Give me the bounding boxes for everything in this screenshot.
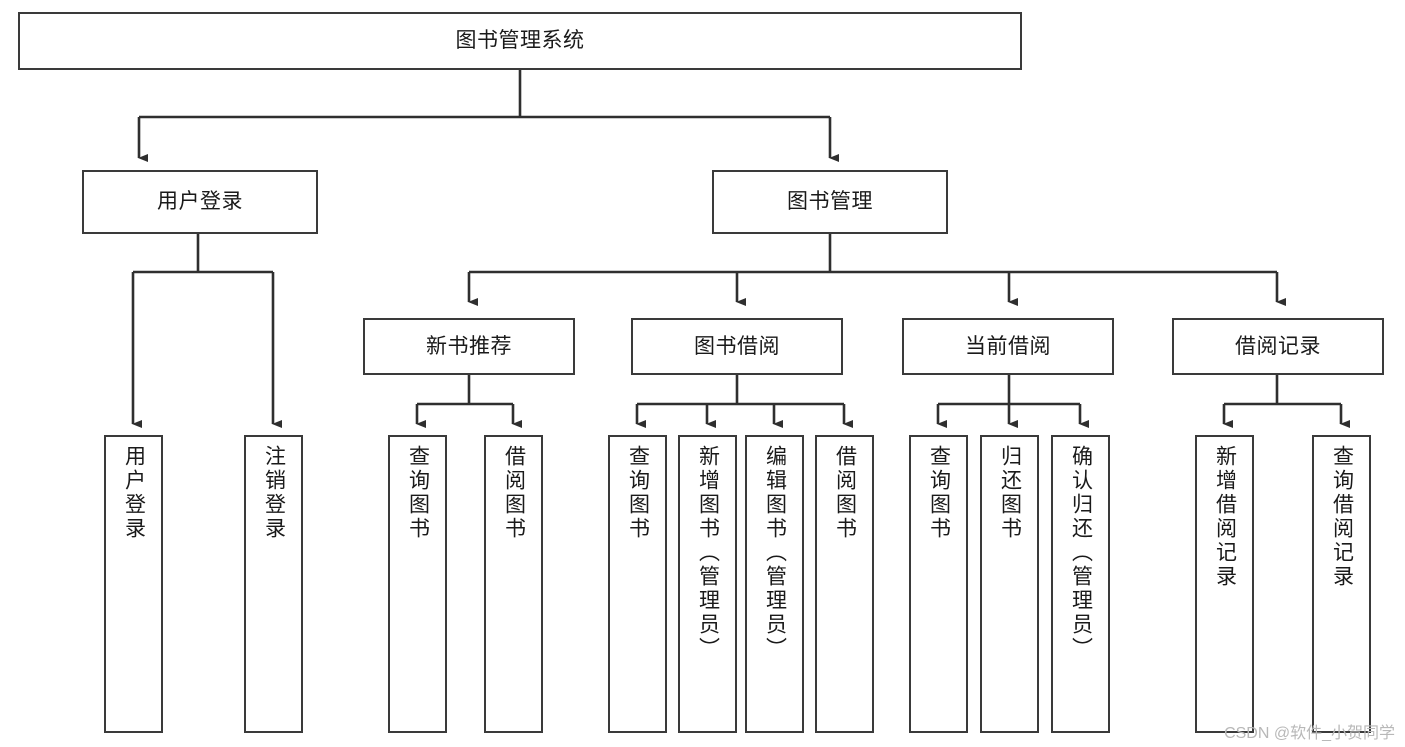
node-leaf-query-record-label: 查询借阅记录 (1330, 445, 1354, 589)
node-leaf-return-book[interactable]: 归还图书 (980, 435, 1039, 733)
node-leaf-return-book-label: 归还图书 (998, 445, 1022, 541)
node-leaf-edit-book-label: 编辑图书（管理员） (763, 445, 787, 661)
node-leaf-confirm-return-label: 确认归还（管理员） (1069, 445, 1093, 661)
node-leaf-query-book-2[interactable]: 查询图书 (608, 435, 667, 733)
node-leaf-query-record[interactable]: 查询借阅记录 (1312, 435, 1371, 733)
node-new-book-recommend[interactable]: 新书推荐 (363, 318, 575, 375)
node-leaf-add-book[interactable]: 新增图书（管理员） (678, 435, 737, 733)
node-book-borrow-label: 图书借阅 (694, 334, 780, 358)
node-leaf-query-book-3-label: 查询图书 (927, 445, 951, 541)
node-user-login[interactable]: 用户登录 (82, 170, 318, 234)
node-leaf-user-login-label: 用户登录 (122, 445, 146, 541)
node-leaf-query-book-1-label: 查询图书 (406, 445, 430, 541)
node-leaf-add-book-label: 新增图书（管理员） (696, 445, 720, 661)
node-leaf-borrow-book-1-label: 借阅图书 (502, 445, 526, 541)
node-leaf-query-book-3[interactable]: 查询图书 (909, 435, 968, 733)
node-leaf-borrow-book-1[interactable]: 借阅图书 (484, 435, 543, 733)
node-book-manage-label: 图书管理 (787, 190, 873, 214)
node-leaf-add-record[interactable]: 新增借阅记录 (1195, 435, 1254, 733)
node-current-borrow[interactable]: 当前借阅 (902, 318, 1114, 375)
node-borrow-record-label: 借阅记录 (1235, 334, 1321, 358)
node-borrow-record[interactable]: 借阅记录 (1172, 318, 1384, 375)
node-leaf-confirm-return[interactable]: 确认归还（管理员） (1051, 435, 1110, 733)
node-leaf-borrow-book-2-label: 借阅图书 (833, 445, 857, 541)
node-leaf-borrow-book-2[interactable]: 借阅图书 (815, 435, 874, 733)
node-leaf-user-login[interactable]: 用户登录 (104, 435, 163, 733)
node-leaf-query-book-2-label: 查询图书 (626, 445, 650, 541)
node-book-borrow[interactable]: 图书借阅 (631, 318, 843, 375)
node-new-book-recommend-label: 新书推荐 (426, 334, 512, 358)
node-leaf-edit-book[interactable]: 编辑图书（管理员） (745, 435, 804, 733)
node-root[interactable]: 图书管理系统 (18, 12, 1022, 70)
node-leaf-user-logout-label: 注销登录 (262, 445, 286, 541)
node-user-login-label: 用户登录 (157, 190, 243, 214)
node-leaf-query-book-1[interactable]: 查询图书 (388, 435, 447, 733)
node-book-manage[interactable]: 图书管理 (712, 170, 948, 234)
node-current-borrow-label: 当前借阅 (965, 334, 1051, 358)
node-root-label: 图书管理系统 (455, 29, 585, 53)
node-leaf-add-record-label: 新增借阅记录 (1213, 445, 1237, 589)
node-leaf-user-logout[interactable]: 注销登录 (244, 435, 303, 733)
